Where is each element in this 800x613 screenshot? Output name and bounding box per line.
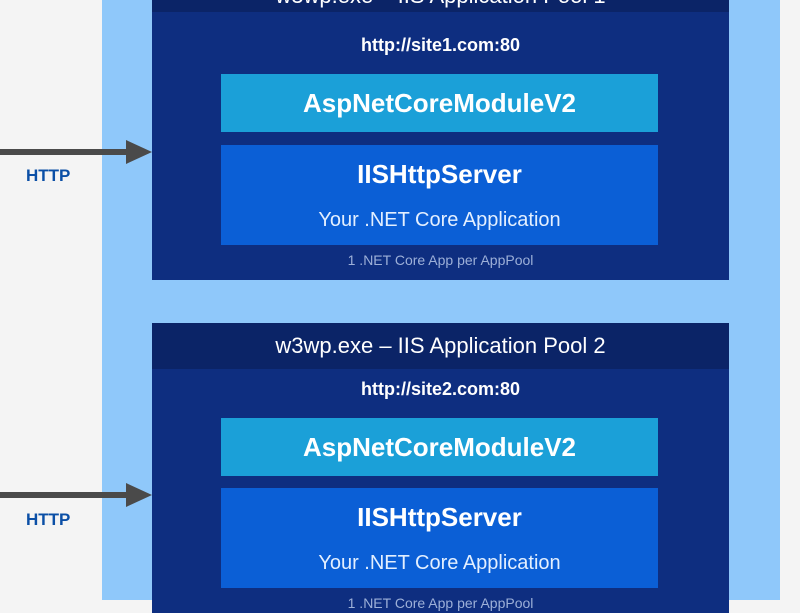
pool-2-server-box: IISHttpServer Your .NET Core Application bbox=[221, 488, 658, 588]
http-arrow-2 bbox=[0, 482, 152, 508]
app-pool-2: w3wp.exe – IIS Application Pool 2 http:/… bbox=[152, 323, 729, 613]
pool-1-note: 1 .NET Core App per AppPool bbox=[347, 252, 534, 268]
pool-1-title: w3wp.exe – IIS Application Pool 1 bbox=[152, 0, 729, 12]
right-gutter bbox=[780, 0, 800, 600]
pool-2-server-name: IISHttpServer bbox=[357, 502, 522, 532]
arrow-right-icon bbox=[0, 140, 152, 164]
pool-1-server-box: IISHttpServer Your .NET Core Application bbox=[221, 145, 658, 245]
pool-2-note: 1 .NET Core App per AppPool bbox=[347, 595, 534, 611]
pool-2-module: AspNetCoreModuleV2 bbox=[221, 418, 658, 476]
pool-1-module: AspNetCoreModuleV2 bbox=[221, 74, 658, 132]
http-label-2: HTTP bbox=[26, 510, 71, 529]
pool-1-server-name: IISHttpServer bbox=[357, 159, 522, 189]
app-pool-1: w3wp.exe – IIS Application Pool 1 http:/… bbox=[152, 0, 729, 280]
pool-2-app-label: Your .NET Core Application bbox=[318, 552, 561, 574]
arrow-right-icon bbox=[0, 483, 152, 507]
pool-1-app-label: Your .NET Core Application bbox=[318, 209, 561, 231]
http-arrow-1 bbox=[0, 139, 152, 165]
pool-1-binding: http://site1.com:80 bbox=[360, 35, 521, 55]
http-label-1: HTTP bbox=[26, 166, 71, 185]
pool-2-binding: http://site2.com:80 bbox=[360, 379, 521, 399]
pool-2-title: w3wp.exe – IIS Application Pool 2 bbox=[152, 323, 729, 369]
